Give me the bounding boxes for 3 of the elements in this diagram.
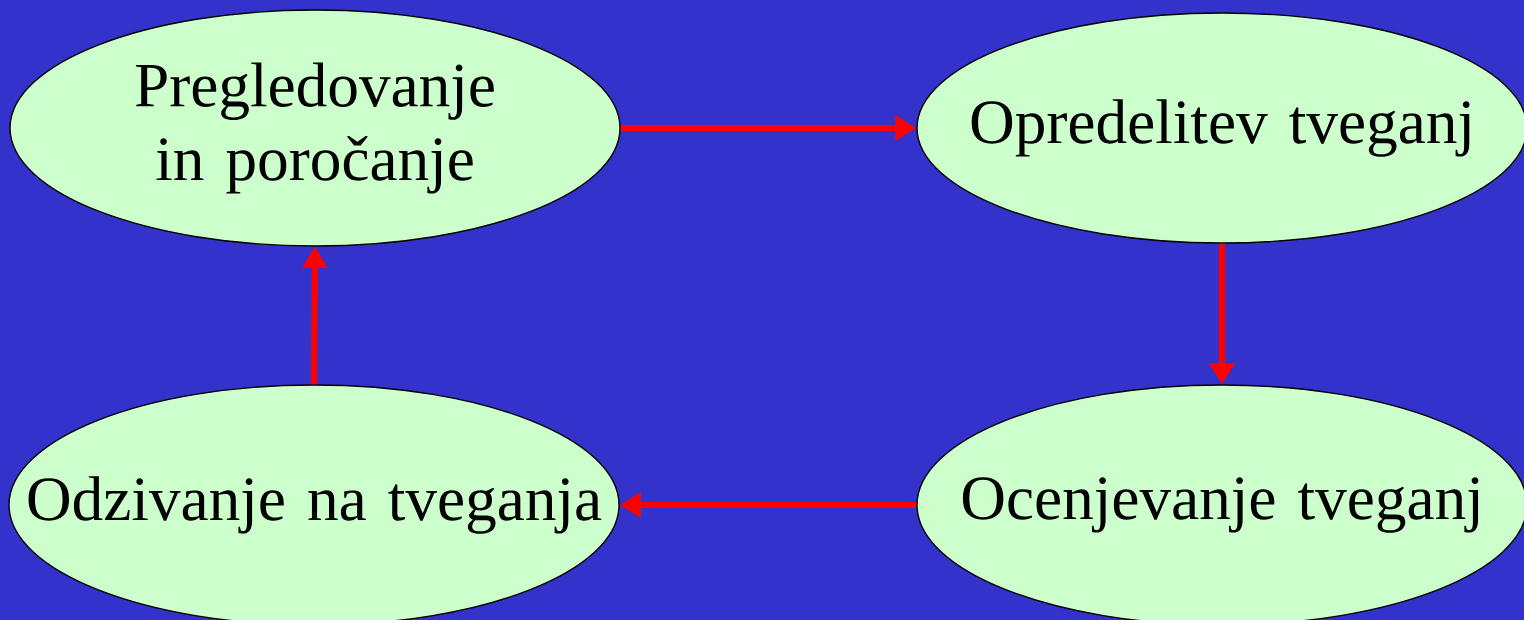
ellipse-node: Pregledovanje in poročanje (9, 9, 621, 247)
ellipse-node: Odzivanje na tveganja (8, 384, 620, 620)
ellipse-node: Ocenjevanje tveganj (916, 384, 1524, 620)
